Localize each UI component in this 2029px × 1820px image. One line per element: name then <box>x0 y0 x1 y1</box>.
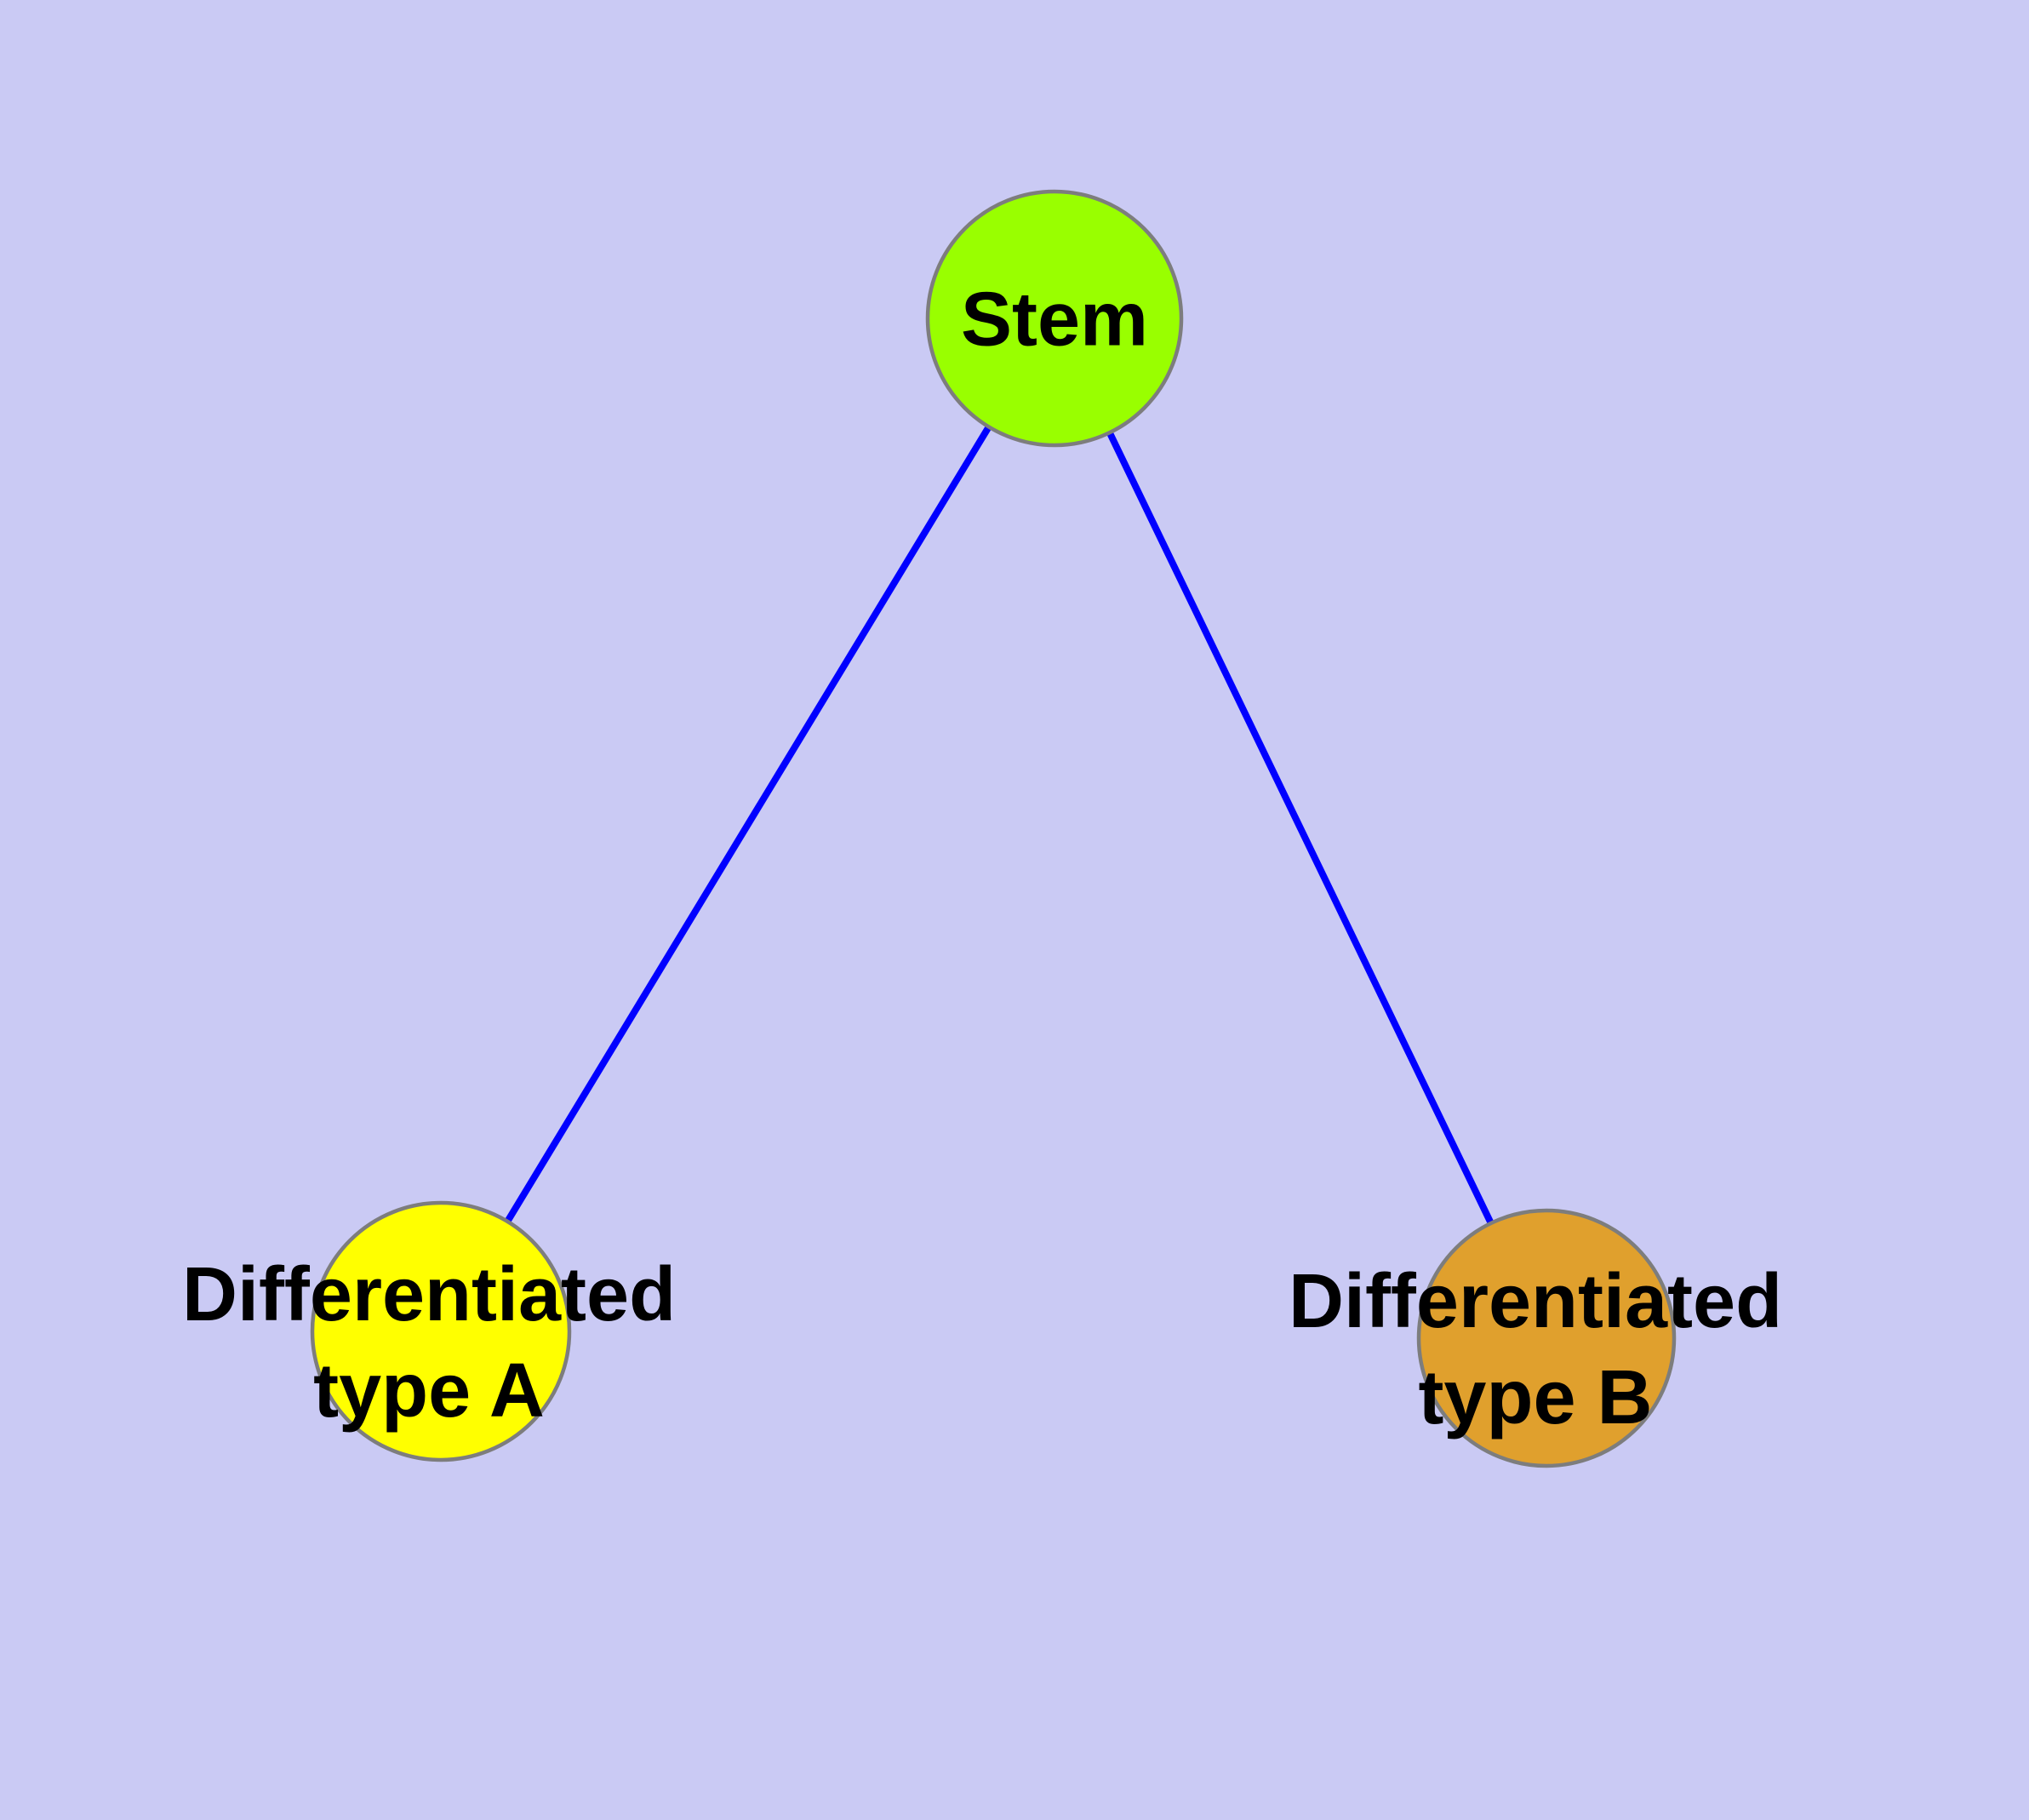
node-stem[interactable] <box>925 189 1184 448</box>
node-differentiated-type-b[interactable] <box>1416 1208 1677 1468</box>
node-type-b-label: Differentiated type B <box>1289 1254 1782 1446</box>
node-stem-label: Stem <box>961 272 1148 369</box>
node-differentiated-type-a[interactable] <box>310 1200 572 1462</box>
label-line: type A <box>313 1348 545 1434</box>
label-line: type B <box>1418 1355 1653 1440</box>
label-line: Stem <box>960 277 1149 363</box>
label-line: Differentiated <box>1288 1259 1783 1344</box>
label-line: Differentiated <box>181 1252 677 1337</box>
node-type-a-label: Differentiated type A <box>182 1247 676 1439</box>
edge-stem-to-type-b <box>1051 317 1550 1340</box>
edge-stem-to-type-a <box>437 316 1058 1334</box>
